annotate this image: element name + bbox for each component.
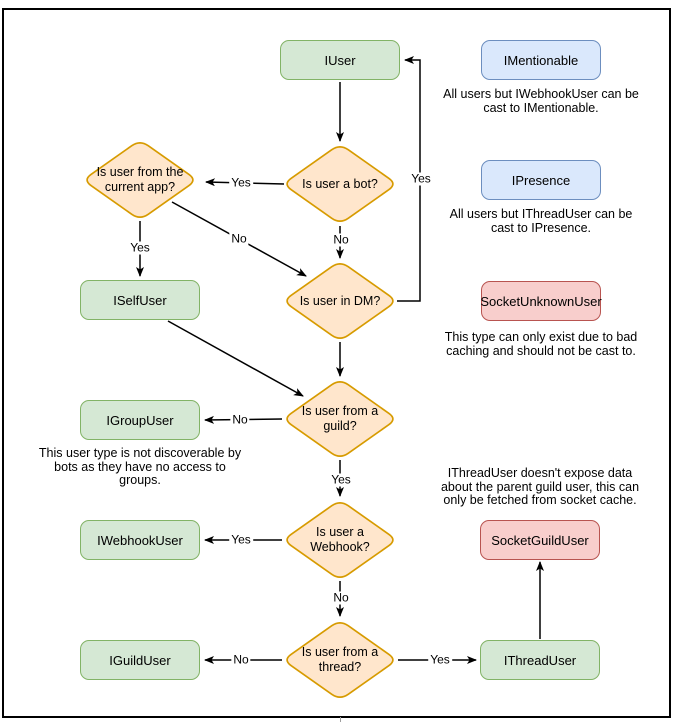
- note-ithreaduser: IThreadUser doesn't expose data about th…: [430, 466, 650, 508]
- node-iselfuser: ISelfUser: [80, 280, 200, 320]
- note-ithreaduser-line2: about the parent guild user, this can: [440, 479, 640, 494]
- node-ithreaduser: IThreadUser: [480, 640, 600, 680]
- page-boundary-tick: [340, 717, 341, 722]
- note-igroupuser-line2: bots as they have no access to: [54, 459, 226, 474]
- note-socketunknownuser-line1: This type can only exist due to bad: [444, 330, 638, 344]
- edge-label-guild-no: No: [230, 412, 250, 427]
- edge-label-thread-no: No: [231, 652, 251, 667]
- note-socketunknownuser: This type can only exist due to bad cach…: [441, 330, 641, 358]
- node-igroupuser: IGroupUser: [80, 400, 200, 440]
- note-ipresence-line2: cast to IPresence.: [490, 220, 592, 235]
- note-ipresence: All users but IThreadUser can be cast to…: [441, 207, 641, 235]
- decision-dm-shape: [286, 263, 394, 339]
- node-ipresence: IPresence: [481, 160, 601, 200]
- decision-webhook-shape: [286, 502, 394, 578]
- decision-bot-shape: [286, 146, 394, 222]
- node-imentionable-label: IMentionable: [503, 52, 579, 68]
- edge-label-bot-no: No: [331, 232, 351, 247]
- edge-label-webhook-no: No: [331, 590, 351, 605]
- node-imentionable: IMentionable: [481, 40, 601, 80]
- node-iguilduser: IGuildUser: [80, 640, 200, 680]
- edge-label-thread-yes: Yes: [428, 652, 452, 667]
- node-iwebhookuser: IWebhookUser: [80, 520, 200, 560]
- note-socketunknownuser-line2: caching and should not be cast to.: [446, 343, 636, 358]
- node-iuser-label: IUser: [324, 52, 356, 68]
- node-socketunknownuser: SocketUnknownUser: [480, 281, 602, 321]
- node-iselfuser-label: ISelfUser: [113, 292, 167, 308]
- decision-guild-shape: [286, 381, 394, 457]
- node-igroupuser-label: IGroupUser: [106, 412, 174, 428]
- node-iguilduser-label: IGuildUser: [109, 652, 171, 668]
- edge-label-guild-yes: Yes: [329, 472, 353, 487]
- edge-label-bot-yes: Yes: [229, 175, 253, 190]
- decision-app-shape: [86, 142, 194, 218]
- node-iuser: IUser: [280, 40, 400, 80]
- edge-label-webhook-yes: Yes: [229, 532, 253, 547]
- note-ithreaduser-line1: IThreadUser doesn't expose data: [447, 466, 633, 480]
- node-socketunknownuser-label: SocketUnknownUser: [480, 293, 602, 309]
- edge-label-app-no: No: [229, 231, 249, 246]
- note-igroupuser-line1: This user type is not discoverable by: [38, 446, 242, 460]
- edge-label-dm-yes: Yes: [409, 171, 433, 186]
- diagram-border: [2, 8, 671, 718]
- note-imentionable: All users but IWebhookUser can be cast t…: [441, 87, 641, 115]
- decision-thread-shape: [286, 622, 394, 698]
- note-igroupuser-line3: groups.: [119, 473, 161, 487]
- node-socketguilduser: SocketGuildUser: [480, 520, 600, 560]
- note-imentionable-line1: All users but IWebhookUser can be: [443, 87, 639, 101]
- note-ithreaduser-line3: only be fetched from socket cache.: [443, 493, 637, 507]
- node-iwebhookuser-label: IWebhookUser: [97, 532, 183, 548]
- node-socketguilduser-label: SocketGuildUser: [491, 532, 589, 548]
- node-ipresence-label: IPresence: [511, 172, 571, 188]
- note-ipresence-line1: All users but IThreadUser can be: [449, 207, 633, 221]
- note-igroupuser: This user type is not discoverable by bo…: [35, 446, 245, 488]
- note-imentionable-line2: cast to IMentionable.: [483, 100, 599, 115]
- edge-iselfuser-to-guild: [167, 320, 304, 397]
- node-ithreaduser-label: IThreadUser: [503, 652, 577, 668]
- edge-label-app-yes: Yes: [128, 240, 152, 255]
